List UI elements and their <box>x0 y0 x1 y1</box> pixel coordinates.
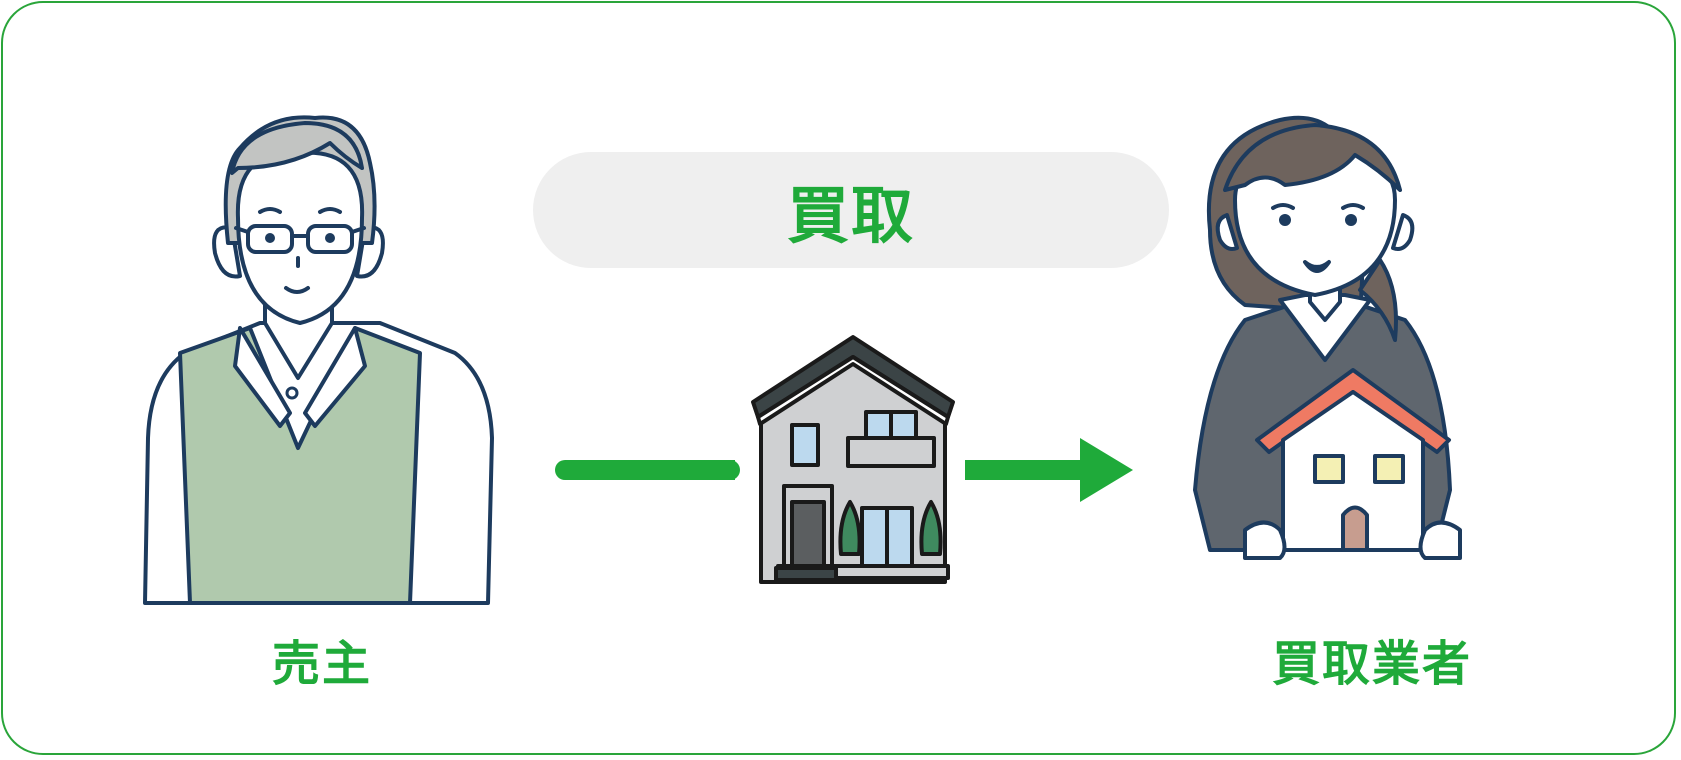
elderly-man-icon <box>143 115 494 605</box>
buyer-label: 買取業者 <box>1272 636 1473 692</box>
house-icon <box>751 335 955 584</box>
seller-label: 売主 <box>272 636 373 692</box>
arrow-right-icon <box>965 438 1133 502</box>
transaction-type-label: 買取 <box>786 179 915 252</box>
businesswoman-icon <box>1193 115 1462 560</box>
flow-line-left <box>555 460 740 480</box>
transaction-type-pill: 買取 <box>533 152 1169 268</box>
